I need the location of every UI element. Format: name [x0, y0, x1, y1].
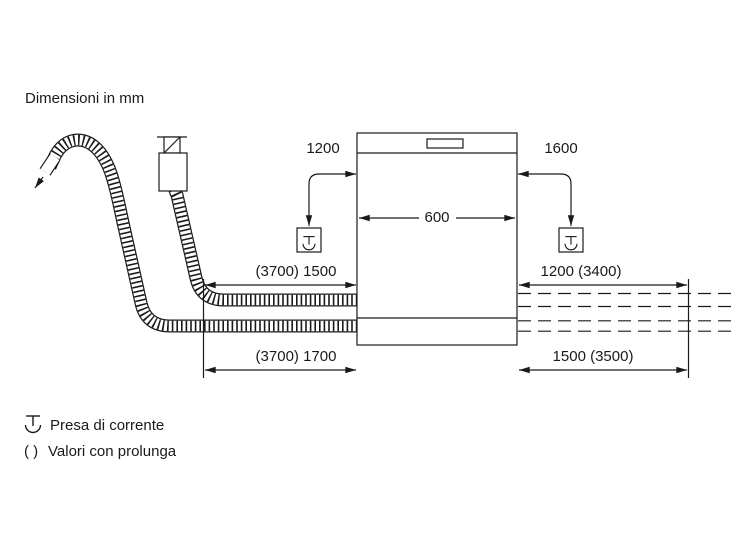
legend-parentheses-label: Valori con prolunga [48, 443, 177, 460]
dimension-lines [202, 170, 690, 378]
labels: Dimensioni in mm 1200 1600 600 (3700) 15… [25, 90, 633, 365]
tap-body [158, 152, 188, 192]
hose-extension-dashed-lines [518, 292, 738, 332]
dishwasher [356, 132, 518, 346]
dim-label-bg [419, 209, 456, 225]
dim-line-socket-right [518, 170, 575, 226]
page-title: Dimensioni in mm [25, 90, 144, 107]
dim-label-width: 600 [424, 209, 449, 226]
legend-socket-label: Presa di corrente [50, 417, 164, 434]
dim-line-socket-left [305, 170, 356, 226]
dishwasher-body [356, 132, 518, 346]
power-sockets [296, 227, 584, 253]
dim-label-socket-right: 1600 [544, 140, 577, 157]
dishwasher-display [426, 138, 464, 149]
tap-valve-detail [163, 136, 181, 154]
water-tap [157, 136, 188, 192]
flow-direction-arrow-icon [34, 176, 44, 189]
dim-label-hose-left-upper: (3700) 1500 [256, 263, 337, 280]
legend-power-socket-icon [24, 415, 42, 434]
dim-label-socket-left: 1200 [306, 140, 339, 157]
legend: Presa di corrente ( ) Valori con prolung… [24, 415, 177, 460]
dim-label-hose-left-lower: (3700) 1700 [256, 348, 337, 365]
dim-label-hose-right-lower: 1500 (3500) [553, 348, 634, 365]
drain-hose-nozzle [45, 157, 55, 172]
dim-label-hose-right-upper: 1200 (3400) [541, 263, 622, 280]
legend-parentheses-symbol: ( ) [24, 443, 38, 460]
